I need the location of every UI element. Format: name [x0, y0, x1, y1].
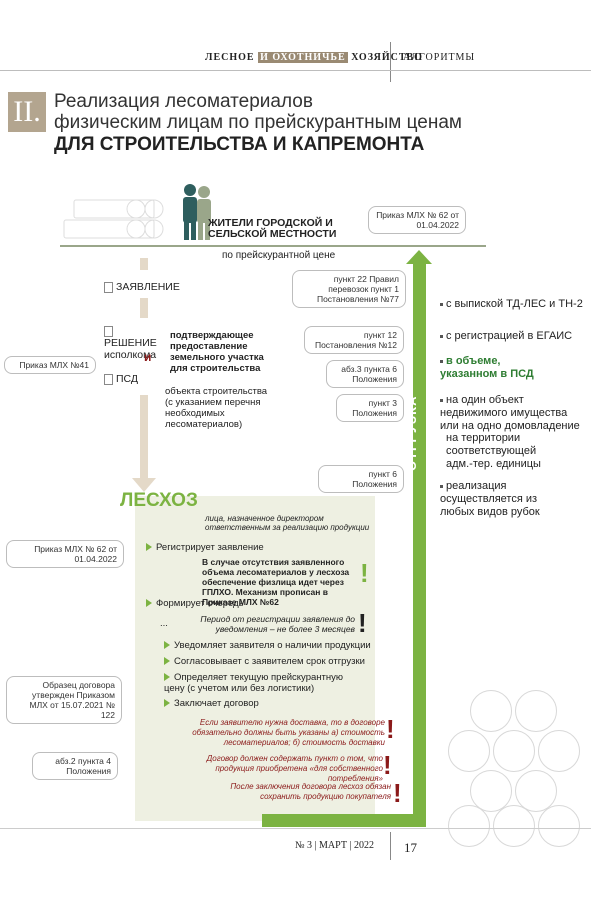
dots: ... — [160, 618, 168, 629]
exclamation-icon: ! — [383, 750, 392, 780]
price-note: по прейскурантной цене — [222, 250, 336, 261]
step-agree: Согласовывает с заявителем срок отгрузки — [164, 656, 365, 667]
people-icon — [183, 184, 211, 240]
exclamation-icon: ! — [360, 558, 369, 588]
log-end-circle — [515, 690, 557, 732]
step-queue: Формирует очередь — [146, 598, 244, 609]
step-contract: Заключает договор — [164, 698, 259, 709]
shipment-label: ОТГРУЗКА — [404, 395, 419, 471]
tan-connector-1 — [140, 258, 148, 270]
exclamation-icon: ! — [358, 608, 367, 638]
header-rule — [0, 70, 591, 71]
log-end-circle — [448, 730, 490, 772]
log-end-circle — [515, 770, 557, 812]
header-divider — [390, 42, 391, 82]
note-contract: Договор должен содержать пункт о том, чт… — [206, 754, 383, 783]
ship-item-6: реализация осуществляется из любых видов… — [440, 480, 540, 518]
step-price: Определяет текущую прейскурантную цену (… — [164, 672, 343, 694]
document-icon — [104, 373, 113, 385]
arrow-icon — [164, 699, 170, 708]
object-note: объекта строительства (с указанием переч… — [165, 386, 268, 430]
magazine-title: ЛЕСНОЕ И ОХОТНИЧЬЕ ХОЗЯЙСТВО — [205, 52, 423, 63]
log-end-circle — [538, 805, 580, 847]
order-62-ref: Приказ МЛХ № 62 от 01.04.2022 — [6, 540, 124, 568]
leshoz-person: лица, назначенное директором ответственн… — [205, 514, 370, 532]
ship-item-1: с выпиской ТД-ЛЕС и ТН-2 — [440, 298, 583, 311]
tan-connector-2 — [140, 298, 148, 318]
shipment-arrow — [413, 262, 426, 827]
application-label: ЗАЯВЛЕНИЕ — [104, 281, 180, 293]
logs-illustration — [63, 199, 164, 239]
leshoz-title: ЛЕСХОЗ — [120, 490, 198, 511]
leshoz-panel — [135, 496, 375, 821]
order-41-ref: Приказ МЛХ №41 — [4, 356, 96, 374]
arrow-icon — [164, 657, 170, 666]
step-notify: Уведомляет заявителя о наличии продукции — [164, 640, 371, 651]
title-line-1: Реализация лесоматериалов — [54, 91, 313, 112]
document-icon — [104, 325, 113, 337]
ref-transport: пункт 22 Правил перевозок пункт 1 Постан… — [292, 270, 406, 308]
baseline-rule — [60, 245, 486, 247]
ref-punkt6: пункт 6 Положения — [318, 465, 404, 493]
note-after: После заключения договора лесхоз обязан … — [230, 782, 391, 801]
sample-contract-ref: Образец договора утвержден Приказом МЛХ … — [6, 676, 122, 724]
log-end-circle — [493, 730, 535, 772]
section-number: II. — [8, 92, 46, 132]
log-end-circle — [470, 690, 512, 732]
page-number: 17 — [404, 840, 417, 855]
exclamation-icon: ! — [386, 714, 395, 744]
note-missing: В случае отсутствия заявленного объема л… — [202, 557, 350, 607]
and-label: и — [144, 350, 152, 364]
log-end-circle — [470, 770, 512, 812]
footer-rule — [0, 828, 591, 829]
issue-label: № 3 | МАРТ | 2022 — [295, 840, 374, 851]
arrow-icon — [164, 673, 170, 682]
arrow-icon — [164, 641, 170, 650]
ship-item-4: на один объект недвижимого имущества или… — [440, 394, 580, 432]
decision-label: РЕШЕНИЕ исполкома — [104, 325, 164, 361]
residents-label: ЖИТЕЛИ ГОРОДСКОЙ И СЕЛЬСКОЙ МЕСТНОСТИ — [208, 217, 337, 240]
ref-abz3: абз.3 пункта 6 Положения — [326, 360, 404, 388]
log-end-circle — [538, 730, 580, 772]
shipment-arrow-head — [406, 250, 432, 264]
note-period: Период от регистрации заявления до уведо… — [200, 614, 355, 634]
ref-postanovlenie-12: пункт 12 Постановления №12 — [304, 326, 404, 354]
footer-divider — [390, 832, 391, 860]
section-title: АЛГОРИТМЫ — [403, 52, 476, 63]
document-icon — [104, 281, 113, 293]
note-delivery: Если заявителю нужна доставка, то в дого… — [192, 718, 385, 747]
shipment-arrow-foot — [262, 814, 426, 827]
exclamation-icon: ! — [393, 778, 402, 808]
arrow-icon — [146, 599, 152, 608]
step-register: Регистрирует заявление — [146, 542, 264, 553]
title-line-3: ДЛЯ СТРОИТЕЛЬСТВА И КАПРЕМОНТА — [54, 134, 425, 155]
tan-arrow-head — [132, 478, 156, 492]
abz2-ref: абз.2 пункта 4 Положения — [32, 752, 118, 780]
ship-item-2: с регистрацией в ЕГАИС — [440, 330, 572, 343]
ref-punkt3: пункт 3 Положения — [336, 394, 404, 422]
log-end-circle — [448, 805, 490, 847]
ship-item-3: в объеме, указанном в ПСД — [440, 355, 534, 380]
order-62-top: Приказ МЛХ № 62 от 01.04.2022 — [368, 206, 466, 234]
psd-label: ПСД — [104, 373, 138, 385]
arrow-icon — [146, 543, 152, 552]
confirm-note: подтверждающее предоставление земельного… — [170, 330, 264, 374]
tan-connector-3 — [140, 395, 148, 480]
title-line-2: физическим лицам по прейскурантным ценам — [54, 112, 462, 133]
log-end-circle — [493, 805, 535, 847]
ship-item-5: на территории соответствующей адм.-тер. … — [446, 432, 541, 470]
